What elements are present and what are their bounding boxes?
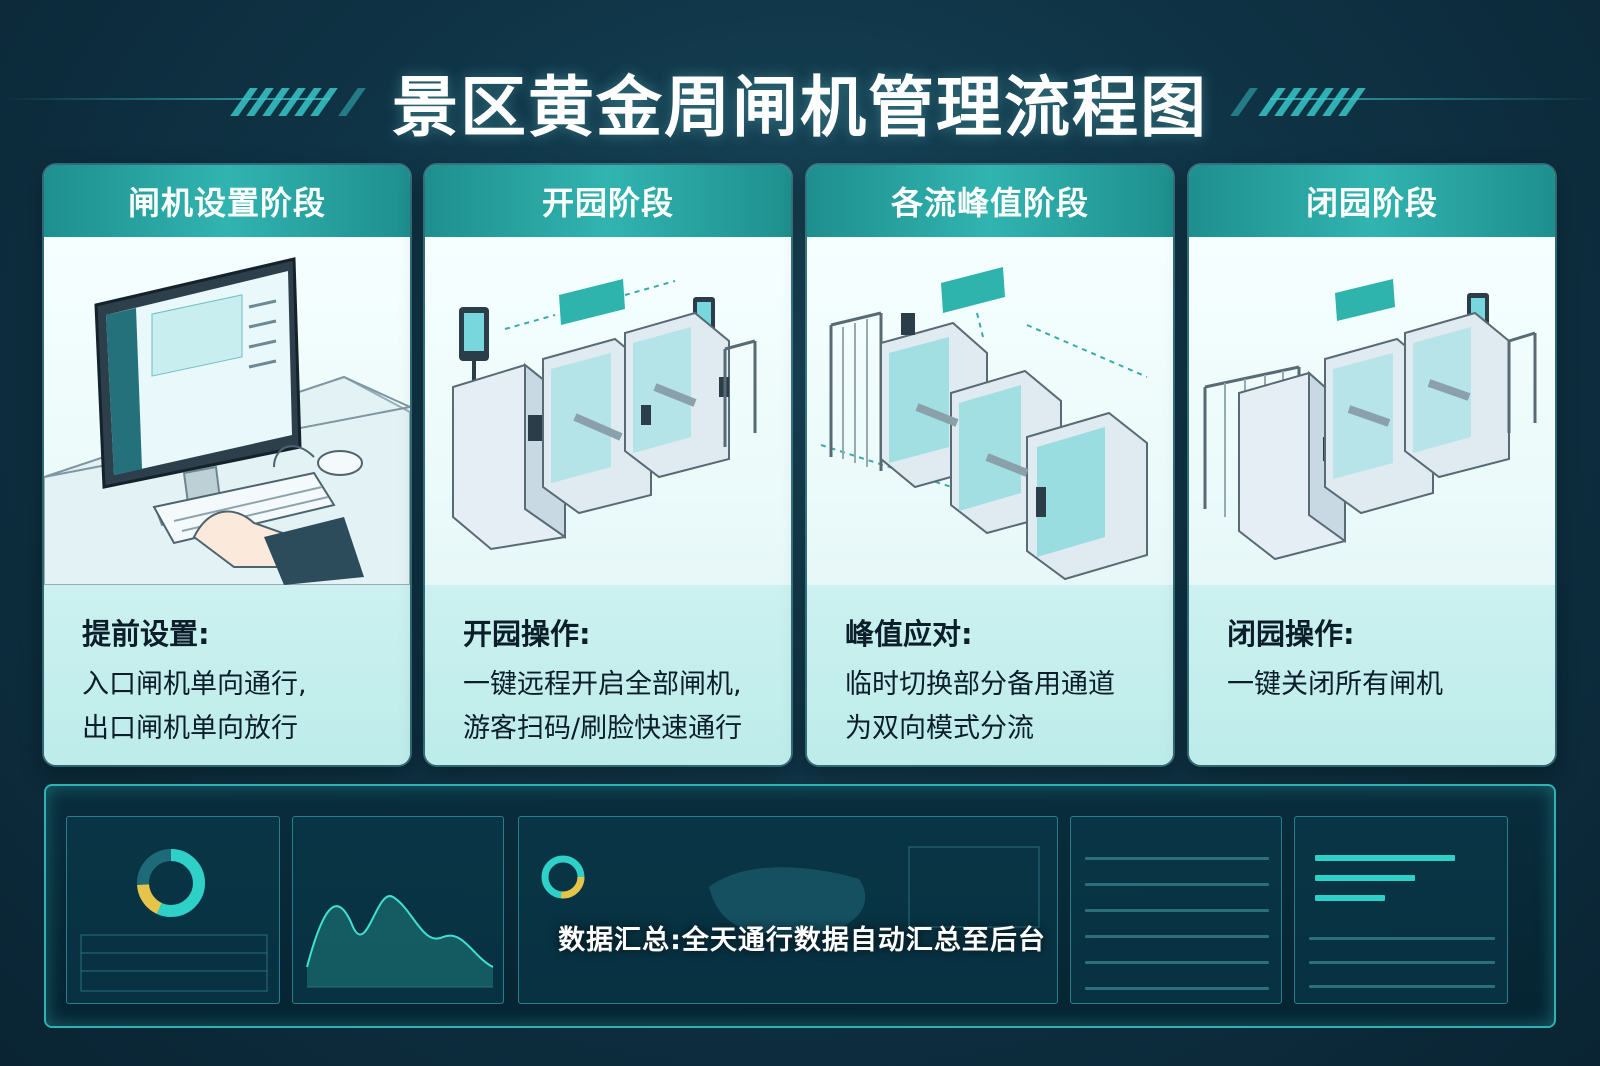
dashboard-caption: 数据汇总:全天通行数据自动汇总至后台 — [558, 925, 1046, 956]
turnstile-icon — [452, 279, 757, 551]
title-deco-line-left — [0, 98, 330, 100]
stage-heading: 提前设置: — [82, 617, 210, 651]
stage-header: 闭园阶段 — [1189, 165, 1555, 237]
turnstile-icon — [820, 267, 1148, 581]
stage-card-closing: 闭园阶段 — [1189, 165, 1555, 765]
page-title: 景区黄金周闸机管理流程图 — [392, 69, 1208, 146]
line-chart-icon — [306, 895, 494, 988]
stage-description: 闭园操作: 一键关闭所有闸机 — [1189, 585, 1555, 765]
stage-header: 开园阶段 — [425, 165, 791, 237]
stage-description: 开园操作: 一键远程开启全部闸机, 游客扫码/刷脸快速通行 — [425, 585, 791, 765]
turnstile-icon — [1203, 279, 1537, 561]
turnstile-open-illustration — [425, 237, 791, 585]
stage-heading: 峰值应对: — [845, 617, 973, 651]
turnstile-closed-illustration — [1189, 237, 1555, 585]
dashboard-panel-table — [1070, 816, 1282, 1004]
title-row: 景区黄金周闸机管理流程图 — [0, 40, 1600, 150]
dashboard-panel-line — [292, 816, 504, 1004]
turnstile-peak-illustration — [807, 237, 1173, 585]
stage-description: 提前设置: 入口闸机单向通行, 出口闸机单向放行 — [44, 585, 410, 765]
dashboard-panel-donut — [66, 816, 280, 1004]
computer-icon — [44, 257, 410, 586]
stage-heading: 闭园操作: — [1227, 617, 1355, 651]
computer-setup-illustration — [44, 237, 410, 586]
stage-cards: 闸机设置阶段 — [44, 165, 1556, 765]
stage-line: 游客扫码/刷脸快速通行 — [463, 713, 743, 744]
stage-header: 闸机设置阶段 — [44, 165, 410, 237]
stage-line: 入口闸机单向通行, — [82, 669, 307, 700]
stage-line: 一键关闭所有闸机 — [1227, 669, 1443, 700]
donut-chart-icon — [80, 849, 268, 992]
stage-line: 出口闸机单向放行 — [82, 713, 298, 744]
stage-description: 峰值应对: 临时切换部分备用通道 为双向模式分流 — [807, 585, 1173, 765]
dashboard-panel-bars — [1294, 816, 1508, 1004]
data-dashboard: 数据汇总:全天通行数据自动汇总至后台 — [44, 784, 1556, 1028]
stage-line: 临时切换部分备用通道 — [845, 669, 1115, 700]
stage-card-setup: 闸机设置阶段 — [44, 165, 410, 765]
stage-header: 各流峰值阶段 — [807, 165, 1173, 237]
stage-line: 一键远程开启全部闸机, — [463, 669, 742, 700]
stage-card-peak: 各流峰值阶段 — [807, 165, 1173, 765]
dashboard-panel-map — [518, 816, 1058, 1004]
stage-heading: 开园操作: — [463, 617, 591, 651]
stage-card-opening: 开园阶段 — [425, 165, 791, 765]
map-overview-icon — [541, 846, 1040, 934]
stage-line: 为双向模式分流 — [845, 713, 1034, 744]
